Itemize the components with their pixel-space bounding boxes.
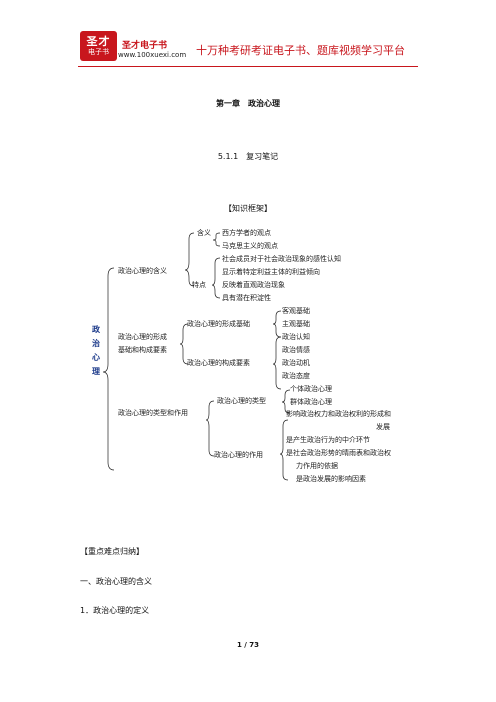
header-divider xyxy=(78,66,418,67)
node-attitude: 政治态度 xyxy=(282,372,310,380)
node-basis: 政治心理的形成基础 xyxy=(187,320,250,328)
node-role3b: 力作用的依据 xyxy=(296,462,338,470)
node-motive: 政治动机 xyxy=(282,359,310,367)
framework-heading: 【知识框架】 xyxy=(224,204,272,213)
node-western: 西方学者的观点 xyxy=(222,229,271,237)
node-role2: 是产生政治行为的中介环节 xyxy=(286,436,370,444)
node-emotion: 政治情感 xyxy=(282,346,310,354)
page-number: 1 / 73 xyxy=(236,641,260,649)
point1-1-heading: 1．政治心理的定义 xyxy=(80,606,150,615)
node-formation-a: 政治心理的形成 xyxy=(118,333,167,341)
node-role1a: 影响政治权力和政治权利的形成和 xyxy=(286,410,391,418)
logo-text-top: 圣才 xyxy=(86,35,111,48)
node-role3a: 是社会政治形势的晴雨表和政治权 xyxy=(286,449,391,457)
node-subjective: 主观基础 xyxy=(282,320,310,328)
logo-text-bottom: 电子书 xyxy=(88,48,109,56)
node-objective: 客观基础 xyxy=(282,307,310,315)
node-individual: 个体政治心理 xyxy=(290,385,332,393)
node-feature: 特点 xyxy=(192,281,206,289)
key-points-heading: 【重点难点归纳】 xyxy=(80,547,144,556)
node-role: 政治心理的作用 xyxy=(214,451,263,459)
section-title: 5.1.1 复习笔记 xyxy=(217,152,279,161)
node-marxist: 马克思主义的观点 xyxy=(222,242,278,250)
logo: 圣才 电子书 xyxy=(80,31,117,61)
node-content: 含义 xyxy=(197,229,211,237)
node-types-roles: 政治心理的类型和作用 xyxy=(118,409,188,417)
chapter-title: 第一章 政治心理 xyxy=(216,99,280,108)
node-types: 政治心理的类型 xyxy=(217,397,266,405)
node-role1b: 发展 xyxy=(376,423,390,431)
site-url[interactable]: www.100xuexi.com xyxy=(118,51,187,59)
node-role4: 是政治发展的影响因素 xyxy=(296,475,366,483)
header-slogan: 十万种考研考证电子书、题库视频学习平台 xyxy=(196,44,405,57)
node-feat1: 社会成员对于社会政治现象的感性认知 xyxy=(222,255,341,263)
node-cognition: 政治认知 xyxy=(282,333,310,341)
node-feat3: 反映着直观政治现象 xyxy=(222,281,285,289)
brand-name: 圣才电子书 xyxy=(122,41,168,51)
node-formation-b: 基础和构成要素 xyxy=(118,346,167,354)
point1-heading: 一、政治心理的含义 xyxy=(80,577,152,586)
node-group: 群体政治心理 xyxy=(290,398,332,406)
node-feat2: 显示着特定利益主体的利益倾向 xyxy=(222,268,320,276)
mindmap-root: 政治心理 xyxy=(92,324,100,376)
node-meaning: 政治心理的含义 xyxy=(118,267,167,275)
node-elements: 政治心理的构成要素 xyxy=(187,359,250,367)
node-feat4: 具有潜在积淀性 xyxy=(222,294,271,302)
